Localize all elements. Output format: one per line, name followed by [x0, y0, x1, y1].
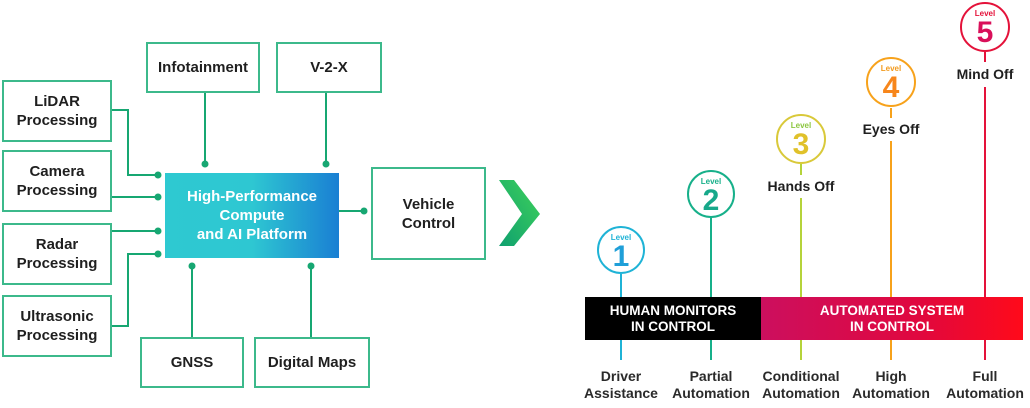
band-line2: IN CONTROL [849, 318, 934, 334]
box-label-line1: Vehicle [402, 195, 455, 213]
name-line1: High [875, 368, 907, 384]
level-word: Level [880, 64, 902, 73]
box-label-line2: Processing [16, 112, 98, 129]
level-word: Level [974, 9, 996, 18]
level-word: Level [700, 177, 722, 186]
name-line1: Partial [689, 368, 733, 384]
connector-dot [322, 160, 330, 168]
band-line2: IN CONTROL [631, 318, 715, 334]
name-line2: Automation [762, 385, 840, 401]
digital-maps-box: Digital Maps [254, 337, 370, 388]
level-3-top-label: Hands Off [767, 178, 835, 194]
level-1-badge: Level 1 [597, 226, 645, 274]
level-number: 4 [882, 71, 900, 104]
level-5-top-label: Mind Off [956, 66, 1014, 82]
name-line1: Driver [600, 368, 642, 384]
connector-dot [154, 193, 162, 201]
box-label: GNSS [170, 354, 214, 371]
connector-dot [307, 262, 315, 270]
connector-dot [360, 207, 368, 215]
wire-lidar [112, 109, 158, 176]
connector-dot [154, 171, 162, 179]
connector-dot [188, 262, 196, 270]
hub-line2: Compute [219, 207, 285, 224]
level-number: 3 [792, 128, 810, 161]
box-label-line1: Camera [29, 163, 85, 180]
level-number: 2 [702, 184, 720, 217]
name-line2: Automation [946, 385, 1024, 401]
connector-dot [201, 160, 209, 168]
box-label: Infotainment [158, 59, 248, 76]
band-line1: HUMAN MONITORS [609, 302, 737, 318]
level-word: Level [790, 121, 812, 130]
infotainment-box: Infotainment [146, 42, 260, 93]
box-label-line1: Radar [35, 236, 79, 253]
gnss-box: GNSS [140, 337, 244, 388]
level-5-badge: Level 5 [960, 2, 1010, 52]
level-number: 1 [612, 240, 630, 273]
box-label-line1: LiDAR [34, 93, 80, 110]
lidar-processing-box: LiDAR Processing [2, 80, 112, 142]
hub-line3: and AI Platform [196, 226, 308, 243]
level-4-top-label: Eyes Off [862, 121, 920, 137]
level-3-badge: Level 3 [776, 114, 826, 164]
box-label-line2: Processing [16, 327, 98, 344]
box-label-line2: Control [401, 214, 456, 232]
level-2-badge: Level 2 [687, 170, 735, 218]
box-label-line1: Ultrasonic [20, 308, 94, 325]
box-label: Digital Maps [267, 354, 357, 371]
name-line2: Automation [672, 385, 750, 401]
box-label: V-2-X [310, 59, 348, 76]
name-line2: Automation [852, 385, 930, 401]
name-line1: Full [972, 368, 998, 384]
wire-ultrasonic [112, 253, 158, 327]
level-4-badge: Level 4 [866, 57, 916, 107]
band-line1: AUTOMATED SYSTEM [819, 302, 965, 318]
name-line1: Conditional [762, 368, 840, 384]
chevron-right-icon [499, 180, 540, 246]
box-label-line2: Processing [16, 255, 98, 272]
connector-dot [154, 250, 162, 258]
level-number: 5 [976, 16, 994, 49]
v2x-box: V-2-X [276, 42, 382, 93]
box-label-line2: Processing [16, 182, 98, 199]
hub-line1: High-Performance [186, 188, 318, 205]
name-line2: Assistance [584, 385, 658, 401]
connector-dot [154, 227, 162, 235]
level-word: Level [610, 233, 632, 242]
